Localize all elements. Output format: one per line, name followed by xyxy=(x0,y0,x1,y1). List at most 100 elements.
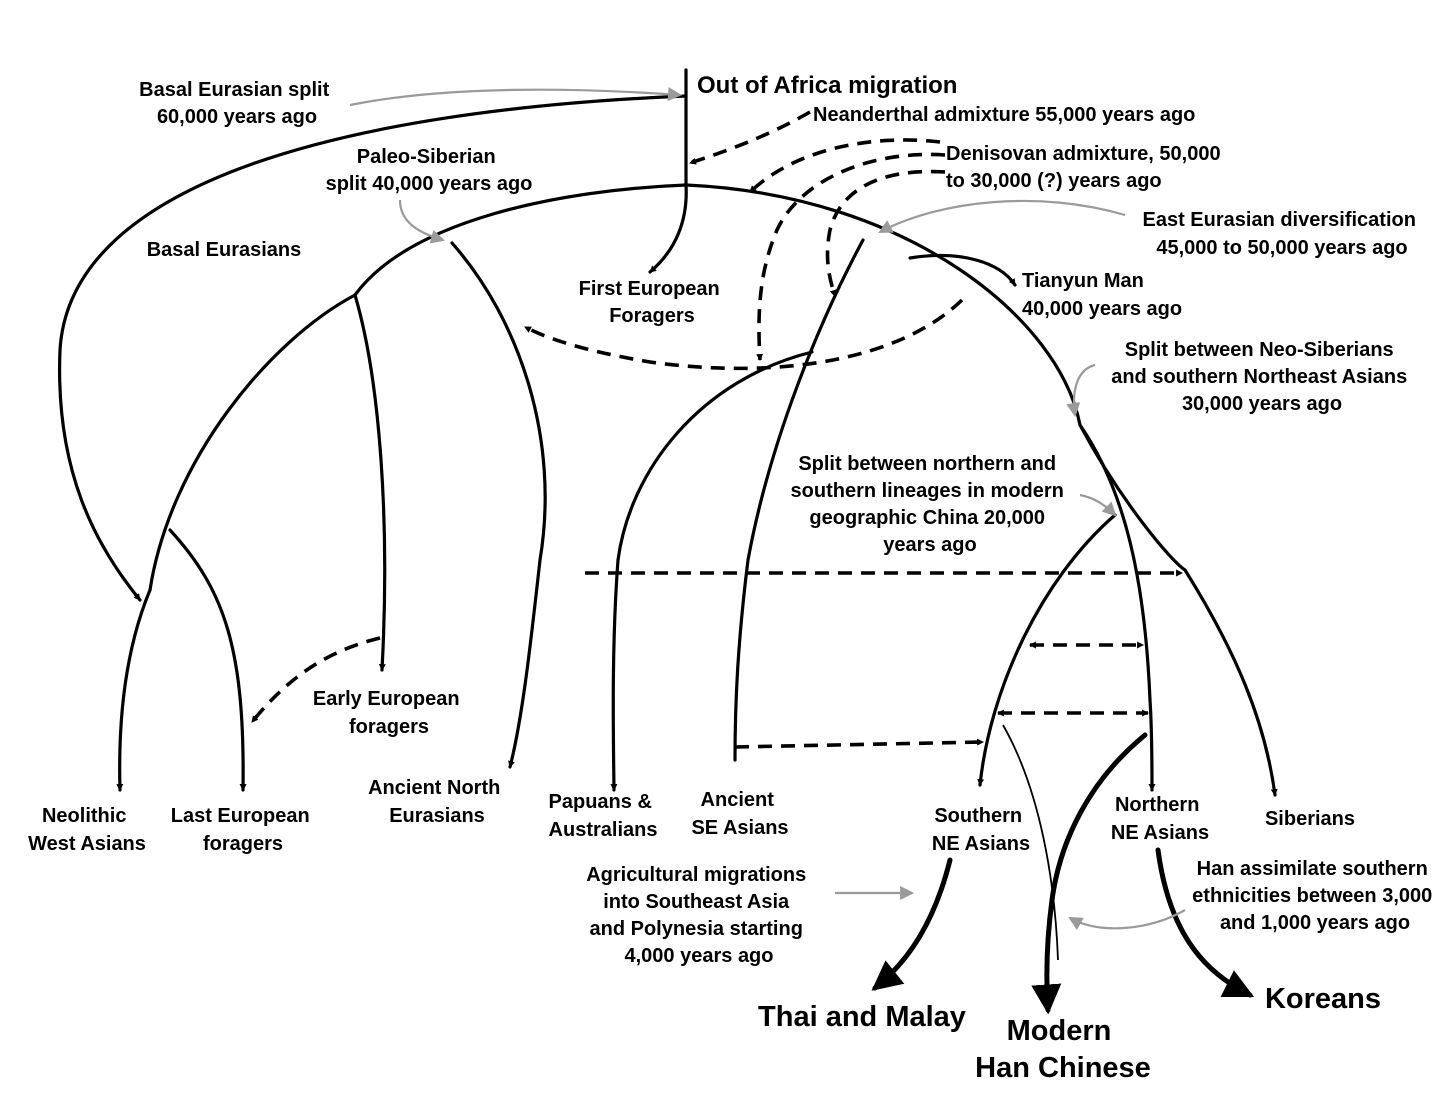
northern-ne-label: Northern NE Asians xyxy=(1111,794,1209,844)
tianyun-branch xyxy=(908,253,1017,287)
first-european-line-1: First European xyxy=(579,278,720,300)
northern-southern-trunk xyxy=(1078,423,1152,702)
north-south-split-label: Split between northern and southern line… xyxy=(791,453,1070,556)
neanderthal-label: Neanderthal admixture 55,000 years ago xyxy=(813,104,1195,126)
north-south-line-4: years ago xyxy=(883,534,976,556)
neo-siberian-pointer xyxy=(1066,363,1096,418)
neo-siberian-line-3: 30,000 years ago xyxy=(1182,393,1342,415)
early-european-label: Early European foragers xyxy=(313,688,465,738)
han-assimilate-pointer xyxy=(1068,909,1186,930)
neolithic-label: Neolithic West Asians xyxy=(28,805,146,855)
basal-split-pointer xyxy=(349,87,683,107)
denisovan-arrow-1 xyxy=(748,138,941,194)
thai-malay-line xyxy=(871,857,953,991)
se-to-southern-dashed xyxy=(734,738,985,749)
tianyun-back-arrow xyxy=(524,298,964,371)
north-south-line-2: southern lineages in modern xyxy=(791,480,1064,502)
neolithic-line-1: Neolithic xyxy=(42,805,126,827)
han-thin-line xyxy=(1002,724,1059,961)
tianyun-line-2: 40,000 years ago xyxy=(1022,298,1182,320)
north-south-line-3: geographic China 20,000 xyxy=(809,507,1045,529)
main-eurasian-arc xyxy=(684,183,1187,572)
southern-ne-label: Southern NE Asians xyxy=(932,805,1030,855)
last-european-foragers-line xyxy=(168,528,247,792)
northern-ne-line-1: Northern xyxy=(1115,794,1199,816)
basal-eurasians-label: Basal Eurasians xyxy=(147,239,302,261)
denisovan-arrow-2 xyxy=(756,152,946,362)
agricultural-line-2: into Southeast Asia xyxy=(603,891,790,913)
ancient-se-line-1: Ancient xyxy=(701,789,775,811)
han-assimilate-label: Han assimilate southern ethnicities betw… xyxy=(1192,858,1438,934)
agricultural-line-3: and Polynesia starting xyxy=(590,918,803,940)
paleo-siberian-label: Paleo-Siberian split 40,000 years ago xyxy=(326,146,533,195)
neolithic-line-2: West Asians xyxy=(28,833,146,855)
ancient-north-eurasians-line xyxy=(450,241,547,769)
early-european-line-2: foragers xyxy=(349,716,429,738)
paleo-siberian-line-1: Paleo-Siberian xyxy=(357,146,496,168)
first-european-branch xyxy=(648,183,688,274)
koreans-line xyxy=(1155,847,1255,998)
admixture-arrows xyxy=(250,110,1184,749)
early-european-line-1: Early European xyxy=(313,688,460,710)
neo-siberian-line-2: and southern Northeast Asians xyxy=(1111,366,1407,388)
last-european-label: Last European foragers xyxy=(171,805,315,855)
first-european-label: First European Foragers xyxy=(579,278,726,327)
first-european-line-2: Foragers xyxy=(609,305,695,327)
southern-ne-asians-line xyxy=(977,513,1117,787)
agricultural-label: Agricultural migrations into Southeast A… xyxy=(586,864,812,967)
out-of-africa-label: Out of Africa migration xyxy=(697,72,957,99)
papuans-line-2: Australians xyxy=(549,819,658,841)
basal-split-line-1: Basal Eurasian split xyxy=(139,79,329,101)
callout-pointers xyxy=(349,87,1186,930)
basal-split-label: Basal Eurasian split 60,000 years ago xyxy=(139,79,335,128)
han-assimilate-line-1: Han assimilate southern xyxy=(1197,858,1428,880)
north-south-pointer xyxy=(1079,493,1117,517)
east-eurasian-line-1: East Eurasian diversification xyxy=(1143,209,1416,231)
modern-han-line-2: Han Chinese xyxy=(975,1052,1151,1084)
labels: Out of Africa migration Basal Eurasian s… xyxy=(28,72,1438,1084)
paleo-siberian-pointer xyxy=(398,199,446,244)
han-assimilate-line-2: ethnicities between 3,000 xyxy=(1192,885,1432,907)
basal-split-line-2: 60,000 years ago xyxy=(157,106,317,128)
denisovan-line-2: to 30,000 (?) years ago xyxy=(946,170,1162,192)
early-european-foragers-line xyxy=(353,293,387,672)
last-european-line-2: foragers xyxy=(203,833,283,855)
han-chinese-line xyxy=(1031,732,1148,1015)
han-assimilate-line-3: and 1,000 years ago xyxy=(1220,912,1410,934)
siberians-label: Siberians xyxy=(1265,808,1355,830)
northern-ne-line-2: NE Asians xyxy=(1111,822,1209,844)
lineage-lines xyxy=(57,68,1278,1015)
neo-siberian-line-1: Split between Neo-Siberians xyxy=(1125,339,1394,361)
early-european-dashed xyxy=(250,636,381,724)
ancient-se-line-2: SE Asians xyxy=(691,817,788,839)
east-eurasian-line-2: 45,000 to 50,000 years ago xyxy=(1156,237,1407,259)
tianyun-line-1: Tianyun Man xyxy=(1022,270,1144,292)
basal-eurasian-arc xyxy=(57,94,688,602)
denisovan-line-1: Denisovan admixture, 50,000 xyxy=(946,143,1221,165)
papuans-line-1: Papuans & xyxy=(549,791,652,813)
agricultural-line-4: 4,000 years ago xyxy=(625,945,774,967)
modern-han-label: Modern Han Chinese xyxy=(975,1015,1151,1084)
east-eurasian-trunk xyxy=(733,238,865,762)
koreans-label: Koreans xyxy=(1265,983,1381,1015)
ancient-north-line-1: Ancient North xyxy=(368,777,500,799)
southern-ne-line-2: NE Asians xyxy=(932,833,1030,855)
siberians-line xyxy=(1183,568,1278,797)
last-european-line-1: Last European xyxy=(171,805,310,827)
east-eurasian-pointer xyxy=(878,199,1126,233)
neanderthal-admixture-arrow xyxy=(689,110,811,165)
agricultural-line-1: Agricultural migrations xyxy=(586,864,806,886)
thai-malay-label: Thai and Malay xyxy=(758,1001,966,1033)
papuans-label: Papuans & Australians xyxy=(549,791,658,841)
neolithic-west-asians-line xyxy=(116,588,152,792)
modern-han-line-1: Modern xyxy=(1007,1015,1112,1047)
paleo-siberian-line-2: split 40,000 years ago xyxy=(326,173,533,195)
tianyun-label: Tianyun Man 40,000 years ago xyxy=(1022,270,1182,320)
ancient-se-label: Ancient SE Asians xyxy=(691,789,788,839)
denisovan-label: Denisovan admixture, 50,000 to 30,000 (?… xyxy=(946,143,1226,192)
neo-siberian-split-label: Split between Neo-Siberians and southern… xyxy=(1111,339,1413,415)
southern-ne-line-1: Southern xyxy=(934,805,1022,827)
east-eurasian-label: East Eurasian diversification 45,000 to … xyxy=(1143,209,1422,259)
northern-ne-asians-line xyxy=(1148,698,1156,792)
